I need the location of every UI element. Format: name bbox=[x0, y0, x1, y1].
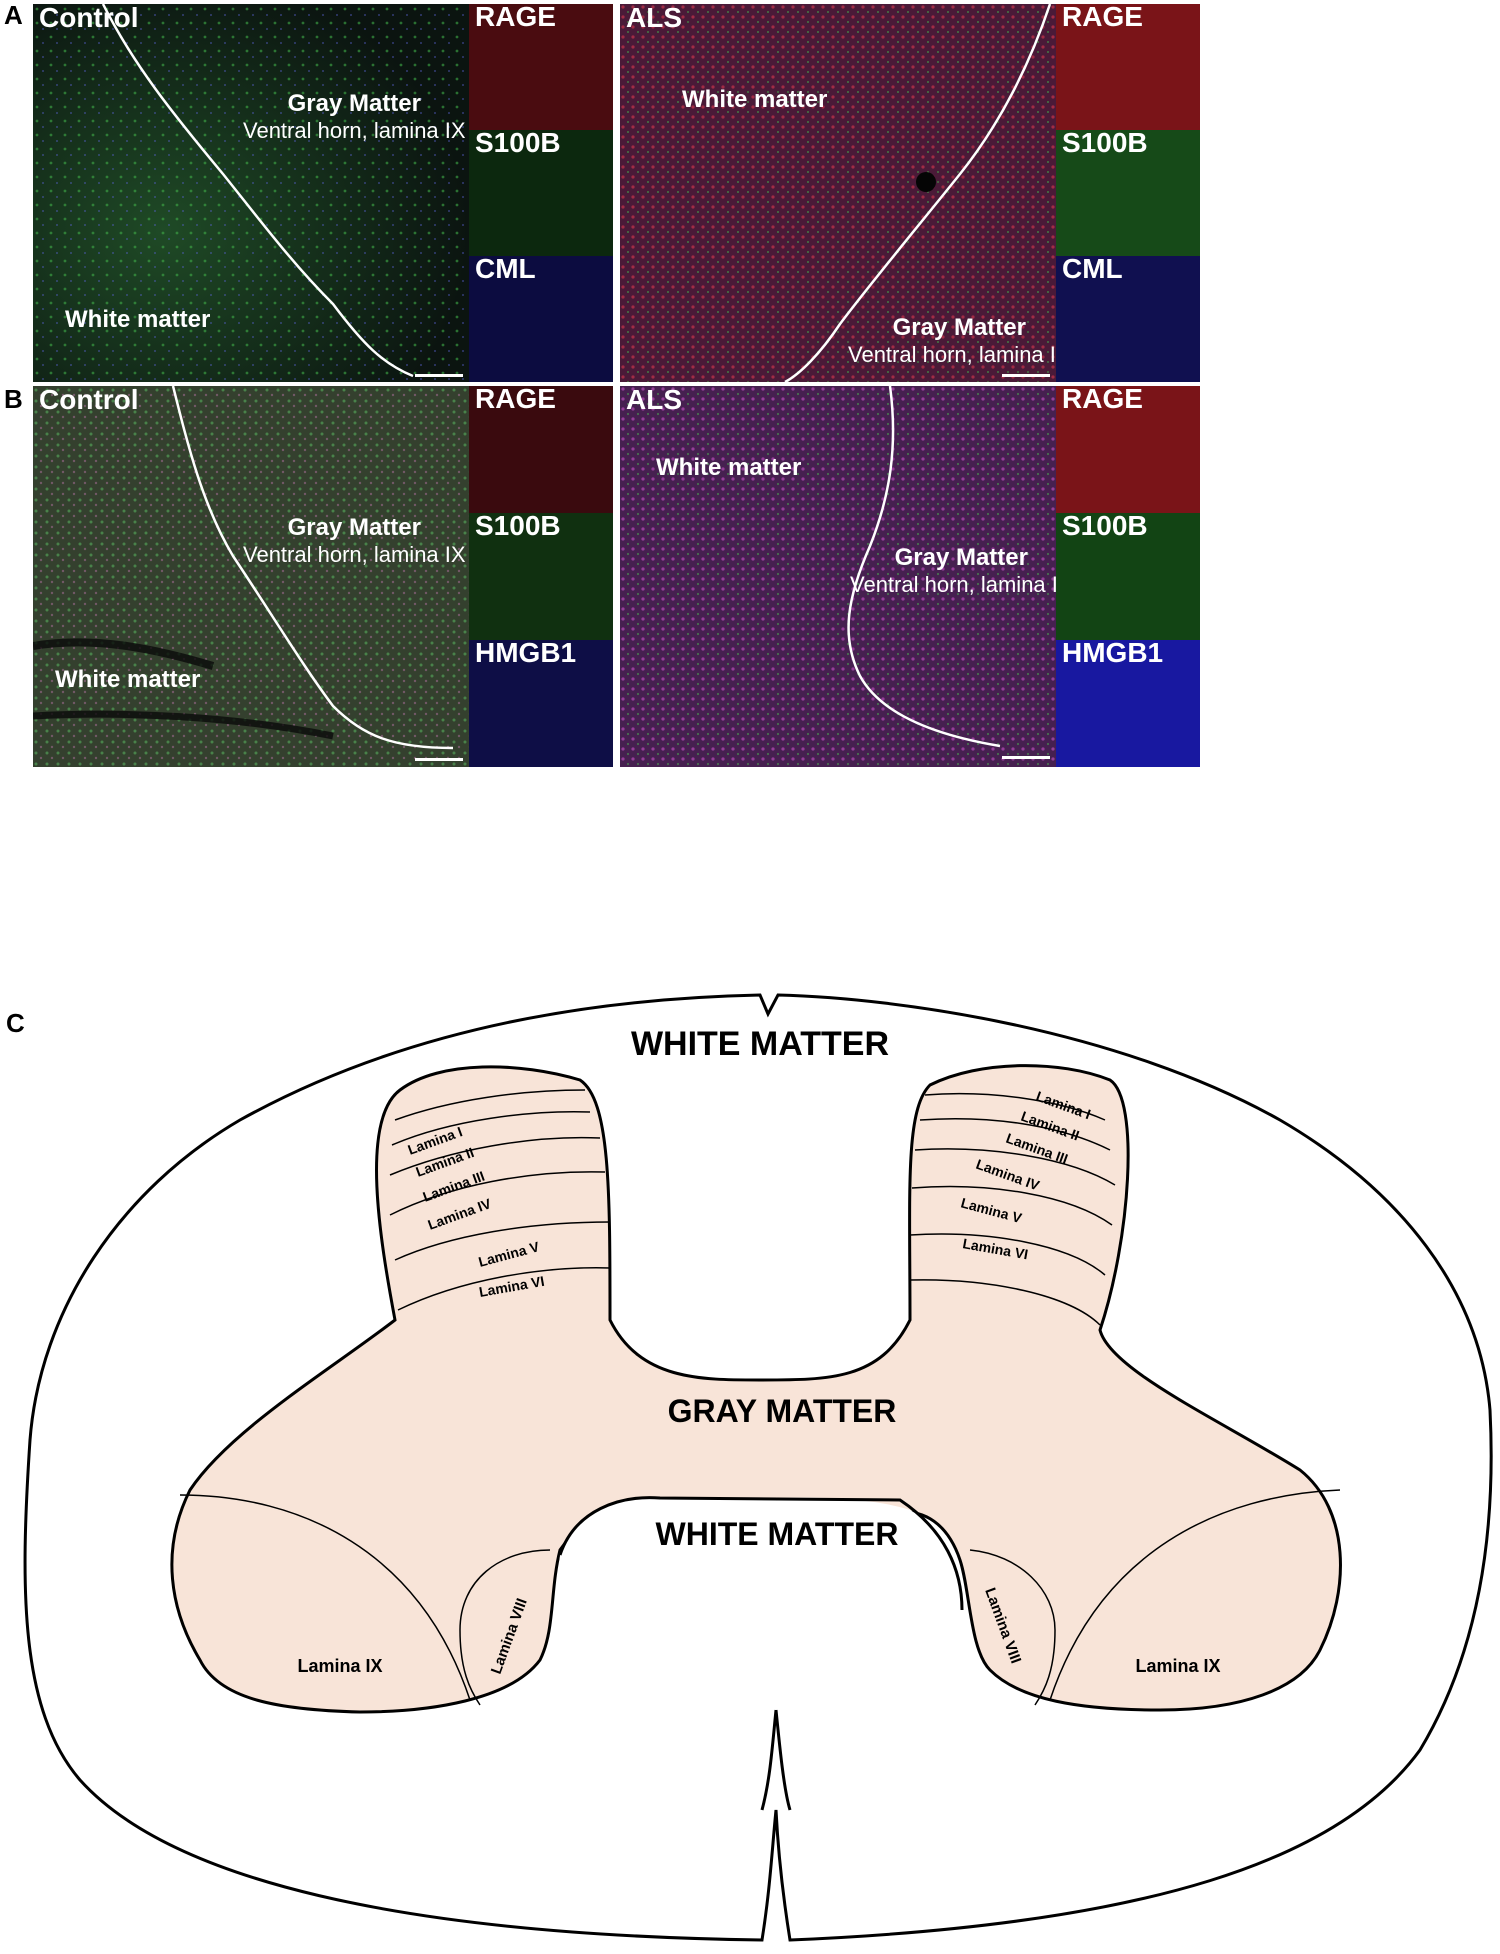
channel-hmgb1: HMGB1 bbox=[1056, 640, 1200, 767]
micrograph-a-als: ALS White matter Gray Matter Ventral hor… bbox=[620, 4, 1056, 382]
gray-matter-label: Gray Matter Ventral horn, lamina IX bbox=[243, 514, 466, 567]
label-white-matter-middle: WHITE MATTER bbox=[656, 1516, 899, 1552]
channel-rage: RAGE bbox=[469, 386, 613, 513]
spinal-cord-diagram: WHITE MATTER GRAY MATTER WHITE MATTER La… bbox=[23, 993, 1493, 1942]
gray-matter-label: Gray Matter Ventral horn, lamina IX bbox=[243, 90, 466, 143]
scale-bar bbox=[1002, 374, 1050, 377]
channel-s100b: S100B bbox=[469, 130, 613, 256]
condition-label: ALS bbox=[626, 386, 682, 415]
panel-letter-c: C bbox=[6, 1008, 25, 1038]
micrograph-a-control: Control Gray Matter Ventral horn, lamina… bbox=[33, 4, 469, 382]
gray-matter-label: Gray Matter Ventral horn, lamina IX bbox=[850, 544, 1056, 597]
label-white-matter-top: WHITE MATTER bbox=[631, 1025, 889, 1063]
inner-white-matter bbox=[555, 1497, 990, 1810]
gray-matter-label: Gray Matter Ventral horn, lamina IX bbox=[848, 314, 1056, 367]
scale-bar bbox=[415, 374, 463, 377]
condition-label: ALS bbox=[626, 4, 682, 33]
scale-bar bbox=[415, 758, 463, 761]
condition-label: Control bbox=[39, 4, 139, 33]
channel-hmgb1: HMGB1 bbox=[469, 640, 613, 767]
white-matter-label: White matter bbox=[65, 306, 211, 333]
channel-cml: CML bbox=[469, 256, 613, 382]
white-matter-label: White matter bbox=[656, 454, 802, 481]
lamina-ix-left: Lamina IX bbox=[297, 1656, 382, 1676]
channel-s100b: S100B bbox=[1056, 513, 1200, 640]
gray-matter-shape bbox=[170, 1064, 1342, 1714]
micrograph-b-control: Control Gray Matter Ventral horn, lamina… bbox=[33, 386, 469, 767]
channel-s100b: S100B bbox=[1056, 130, 1200, 256]
channel-rage: RAGE bbox=[469, 4, 613, 130]
panel-letter-a: A bbox=[4, 0, 23, 30]
panel-letter-b: B bbox=[4, 384, 23, 414]
channel-rage: RAGE bbox=[1056, 4, 1200, 130]
label-gray-matter: GRAY MATTER bbox=[668, 1393, 897, 1429]
channel-rage: RAGE bbox=[1056, 386, 1200, 513]
channel-cml: CML bbox=[1056, 256, 1200, 382]
micrograph-b-als: ALS White matter Gray Matter Ventral hor… bbox=[620, 386, 1056, 767]
channel-s100b: S100B bbox=[469, 513, 613, 640]
condition-label: Control bbox=[39, 386, 139, 415]
white-matter-label: White matter bbox=[682, 86, 828, 113]
scale-bar bbox=[1002, 756, 1050, 759]
lamina-ix-right: Lamina IX bbox=[1135, 1656, 1220, 1676]
white-matter-label: White matter bbox=[55, 666, 201, 693]
